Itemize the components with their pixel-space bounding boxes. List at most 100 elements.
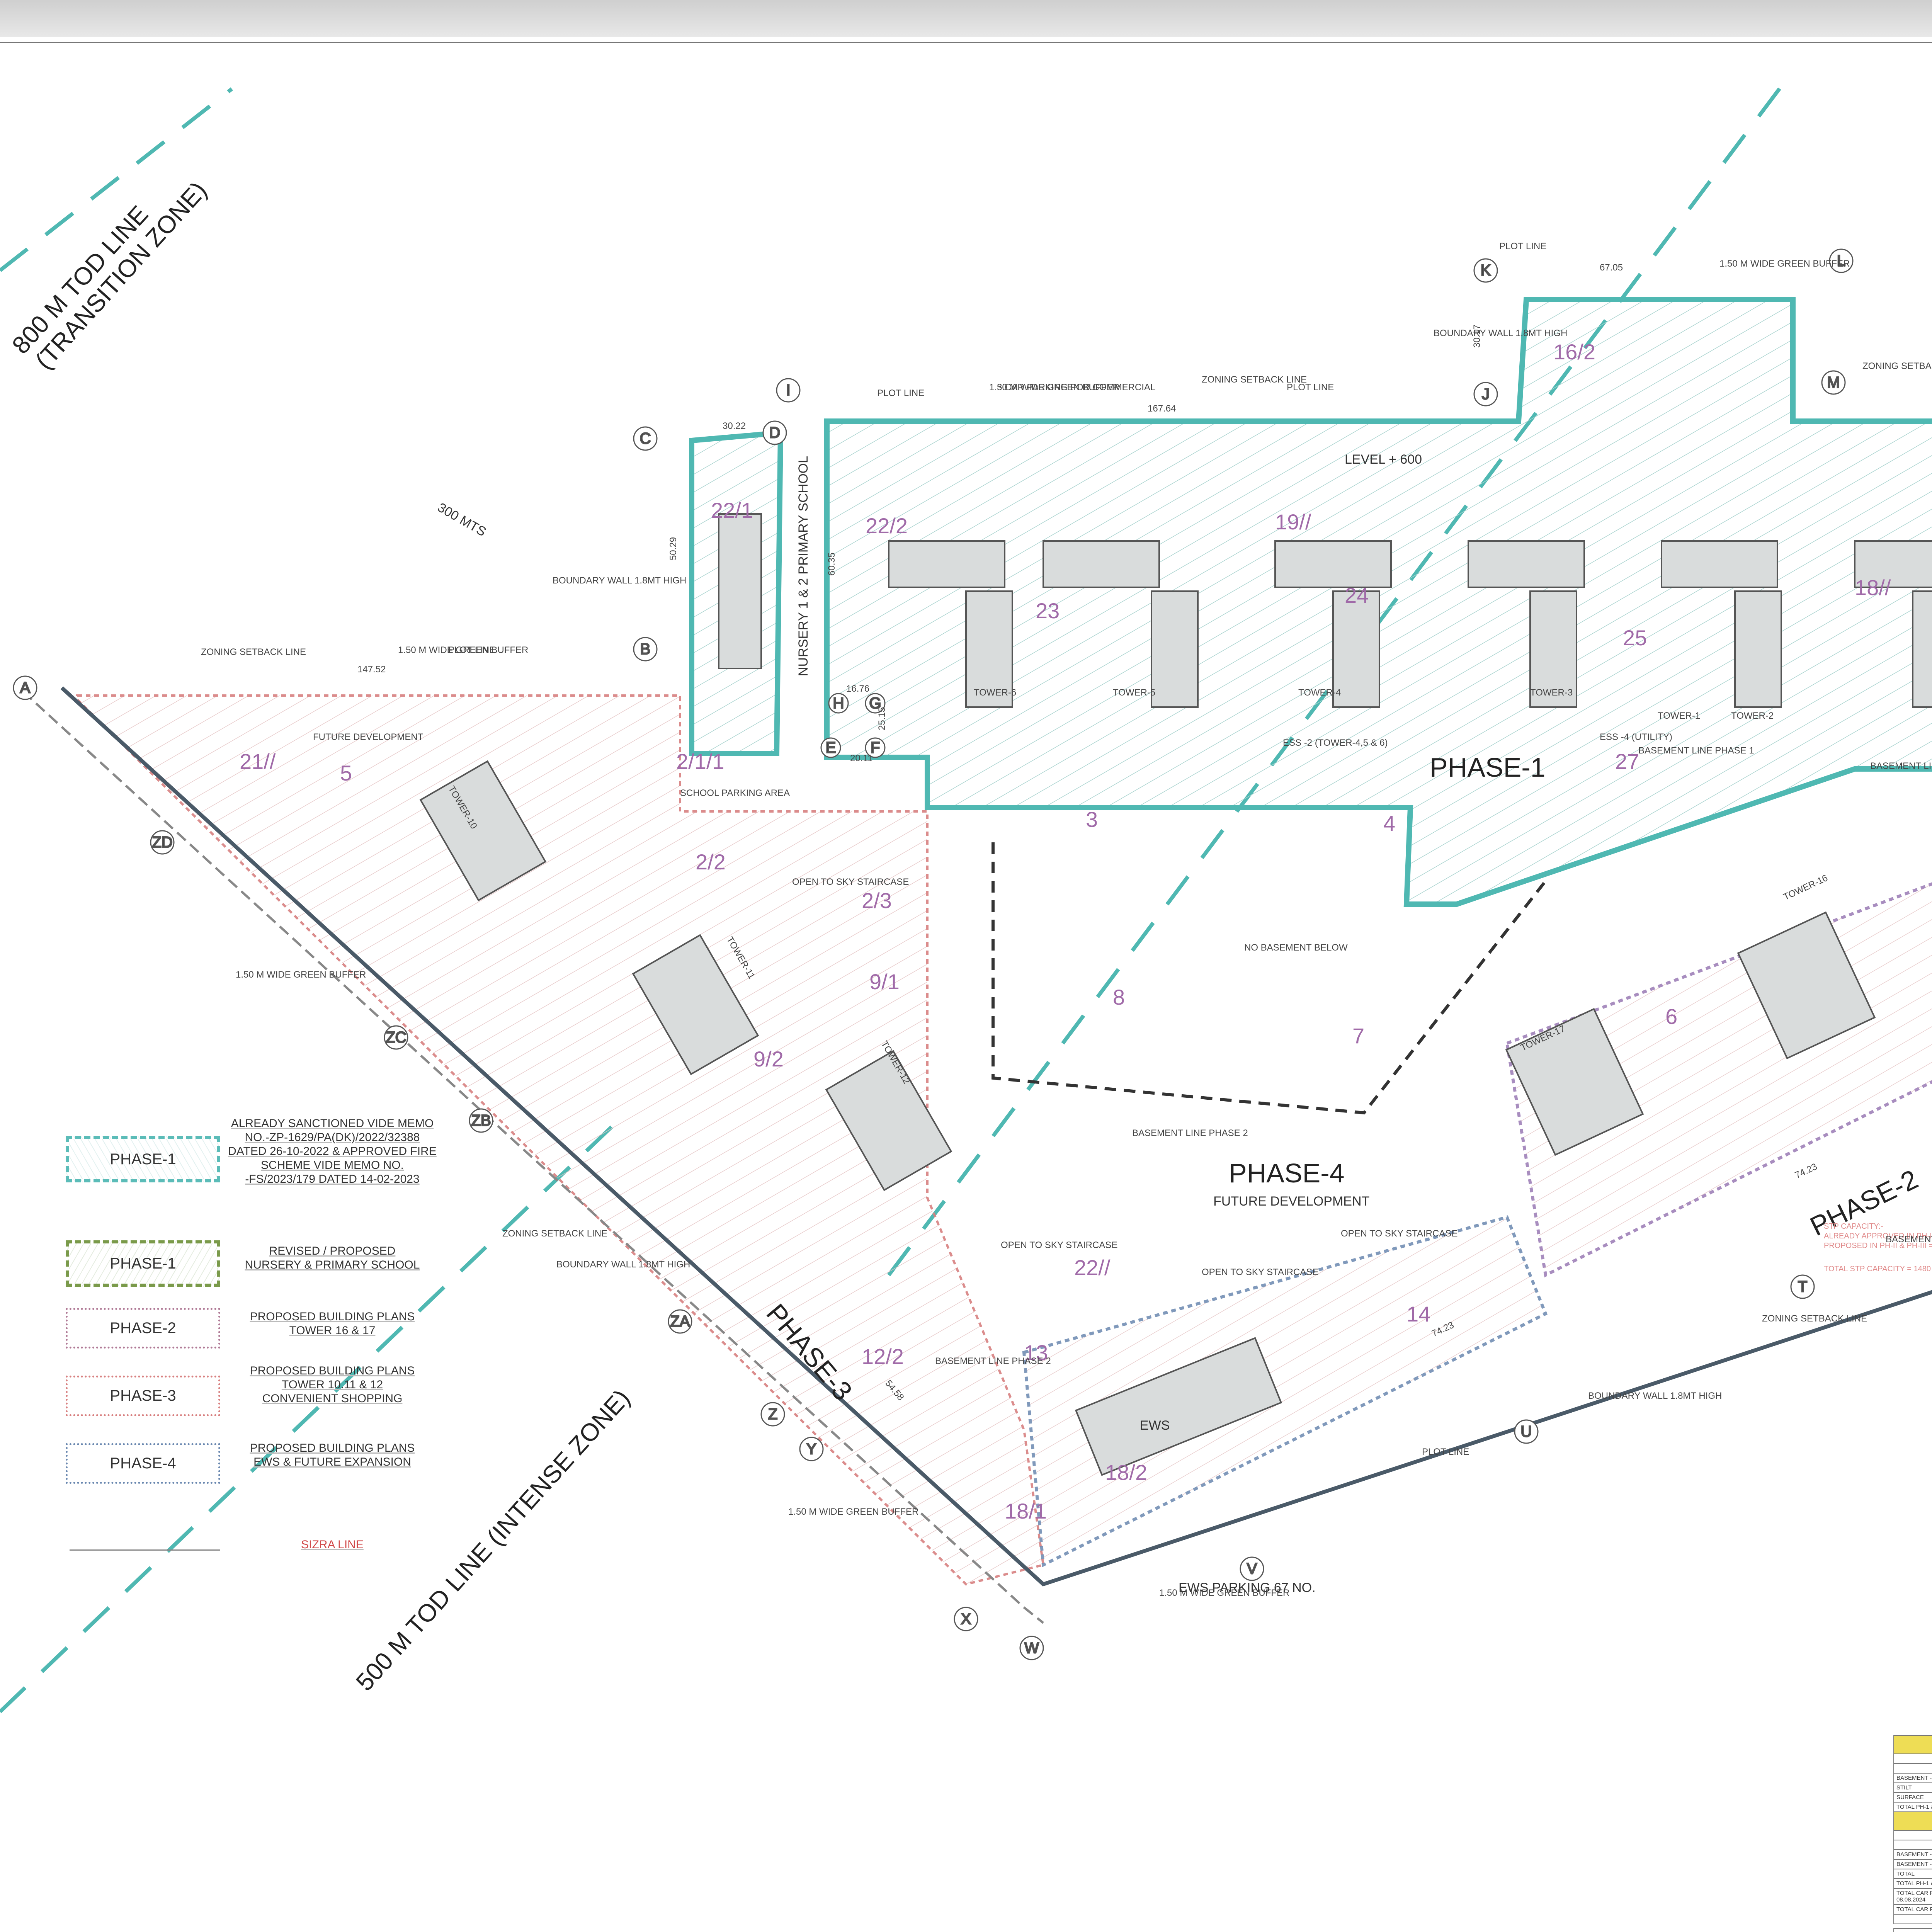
table-row: TOTAL1716101222201568 [1893,1869,1932,1879]
legend-swatch-phase1: PHASE-1 [66,1136,220,1182]
plot-boundary-south [60,686,1932,1587]
svg-text:4: 4 [1383,811,1395,835]
svg-text:BASEMENT LINE PHASE 2: BASEMENT LINE PHASE 2 [1132,1128,1248,1138]
school-label: NURSERY 1 & 2 PRIMARY SCHOOL [796,456,811,676]
svg-text:18/2: 18/2 [1105,1460,1147,1485]
marker-l: L [1829,248,1854,273]
svg-text:PLOT LINE: PLOT LINE [448,645,495,655]
svg-text:ZD: ZD [152,834,172,851]
svg-text:J: J [1482,386,1490,403]
svg-text:PLOT LINE: PLOT LINE [1422,1447,1469,1457]
svg-text:25: 25 [1623,626,1647,650]
phase4-sublabel: FUTURE DEVELOPMENT [1213,1194,1369,1209]
svg-text:12/2: 12/2 [862,1344,904,1369]
table-row: STILT160106 [1893,1782,1932,1793]
phase1-label: PHASE-1 [1430,752,1546,782]
svg-text:T: T [1798,1278,1807,1295]
svg-text:H: H [833,695,844,712]
svg-text:22/2: 22/2 [866,514,908,538]
svg-text:TOWER-2: TOWER-2 [1731,711,1774,721]
svg-text:A: A [20,679,31,696]
svg-text:20.11: 20.11 [850,753,872,764]
tod-800-line [0,87,233,272]
svg-text:9/1: 9/1 [869,969,900,994]
svg-text:STP CAPACITY:-: STP CAPACITY:- [1824,1222,1883,1231]
svg-text:TOWER-4: TOWER-4 [1298,687,1341,698]
dimension-labels: 147.52 30.22 167.64 67.05 80.46 36.88 75… [357,262,1819,1403]
svg-text:ZONING SETBACK LINE: ZONING SETBACK LINE [201,647,306,657]
svg-text:9/2: 9/2 [753,1047,784,1071]
svg-text:ZONING SETBACK LINE: ZONING SETBACK LINE [1762,1313,1867,1324]
legend-swatch-phase3: PHASE-3 [66,1376,220,1416]
marker-z: Z [760,1402,785,1427]
svg-text:ESS -4 (UTILITY): ESS -4 (UTILITY) [1600,732,1672,742]
marker-y: Y [799,1437,824,1461]
svg-text:PLOT LINE: PLOT LINE [877,388,924,398]
svg-text:6: 6 [1665,1004,1677,1029]
svg-text:1.50 M WIDE GREEN BUFFER: 1.50 M WIDE GREEN BUFFER [989,382,1119,393]
svg-text:24: 24 [1345,583,1369,607]
marker-a: A [13,675,37,700]
svg-text:3 CAR PARKING FOR COMMERCIAL: 3 CAR PARKING FOR COMMERCIAL [997,382,1155,393]
parking-note-1: TOTAL CAR PARKING OF PH-1 & PH-2 = ALREA… [1893,1888,1932,1905]
svg-text:PROPOSED IN PH-II & PH-III = 7: PROPOSED IN PH-II & PH-III = 710 KLD [1824,1242,1932,1250]
svg-text:G: G [869,695,881,712]
ews-label: EWS [1140,1418,1170,1433]
basement-line-phase2 [992,842,1547,1115]
svg-text:13: 13 [1024,1340,1048,1365]
svg-text:2/2: 2/2 [696,850,726,874]
table05b-header: TABLE 05b ALREADY SANCTIONED VIDE MEMO N… [1893,1811,1932,1831]
svg-text:F: F [871,739,880,756]
svg-text:147.52: 147.52 [357,664,386,675]
svg-text:ZB: ZB [471,1112,491,1129]
svg-text:ZA: ZA [670,1313,690,1330]
svg-text:16/2: 16/2 [1553,340,1595,364]
svg-text:TOWER-6: TOWER-6 [974,687,1016,698]
phase4-label: PHASE-4 [1229,1158,1345,1188]
plot-numbers: 16/2 22/2 23 19// 24 25 18// 21 22/2 5 2… [240,340,1891,1523]
svg-text:22/1: 22/1 [711,498,753,522]
svg-text:14: 14 [1406,1302,1430,1326]
svg-text:7: 7 [1352,1024,1364,1048]
marker-v: V [1240,1556,1264,1581]
marker-b: B [633,637,658,662]
parking-note-2: TOTAL CAR PARKING OF PH-1 & PH-2 = 1683+… [1893,1904,1932,1915]
svg-text:16.76: 16.76 [846,684,869,694]
svg-text:60.35: 60.35 [827,553,837,576]
legend-swatch-phase1-school: PHASE-1 [66,1240,220,1287]
table-row: SURFACE201143 [1893,1792,1932,1803]
marker-w: W [1019,1636,1044,1660]
svg-text:67.05: 67.05 [1600,262,1623,273]
boundary-annotations: PLOT LINE PLOT LINE PLOT LINE PLOT LINE … [201,241,1932,1598]
svg-text:Z: Z [768,1406,777,1423]
svg-text:BASEMENT LINE PHASE 2: BASEMENT LINE PHASE 2 [935,1356,1051,1366]
svg-text:22//: 22// [1074,1255,1111,1280]
svg-text:25.15: 25.15 [877,707,887,730]
legend-swatch-phase4: PHASE-4 [66,1443,220,1484]
svg-text:2/1/1: 2/1/1 [676,749,724,774]
svg-text:167.64: 167.64 [1148,403,1176,414]
level-600-label: LEVEL + 600 [1345,452,1422,467]
svg-text:3: 3 [1086,807,1098,832]
marker-g: G [865,693,886,714]
svg-text:BASEMENT LINE PHASE 1: BASEMENT LINE PHASE 1 [1870,761,1932,771]
table-row: TOTAL PH-1 & PH-21683 [1893,1802,1932,1812]
marker-zc: ZC [384,1025,408,1050]
stp-capacity-note: STP CAPACITY:- ALREADY APPROVED IN PH-I … [1824,1222,1932,1273]
tod-500-line [0,1119,620,1713]
svg-text:C: C [640,430,651,447]
tod-line-diagonal [887,80,1787,1277]
svg-text:21//: 21// [240,749,276,774]
svg-text:30.22: 30.22 [723,421,746,431]
svg-text:TOWER-16: TOWER-16 [1782,873,1829,903]
scan-top-edge [0,0,1932,37]
svg-text:ESS -2 (TOWER-4,5 & 6): ESS -2 (TOWER-4,5 & 6) [1283,738,1388,748]
survey-markers: A B C D E F G H I J K L M N O P Q R S T … [13,248,1854,1660]
table-row: BASEMENT - 19916601146764 [1893,1773,1932,1783]
svg-text:K: K [1481,262,1491,279]
svg-text:OPEN TO SKY STAIRCASE: OPEN TO SKY STAIRCASE [1202,1267,1318,1277]
no-basement-label: NO BASEMENT BELOW [1244,942,1348,953]
